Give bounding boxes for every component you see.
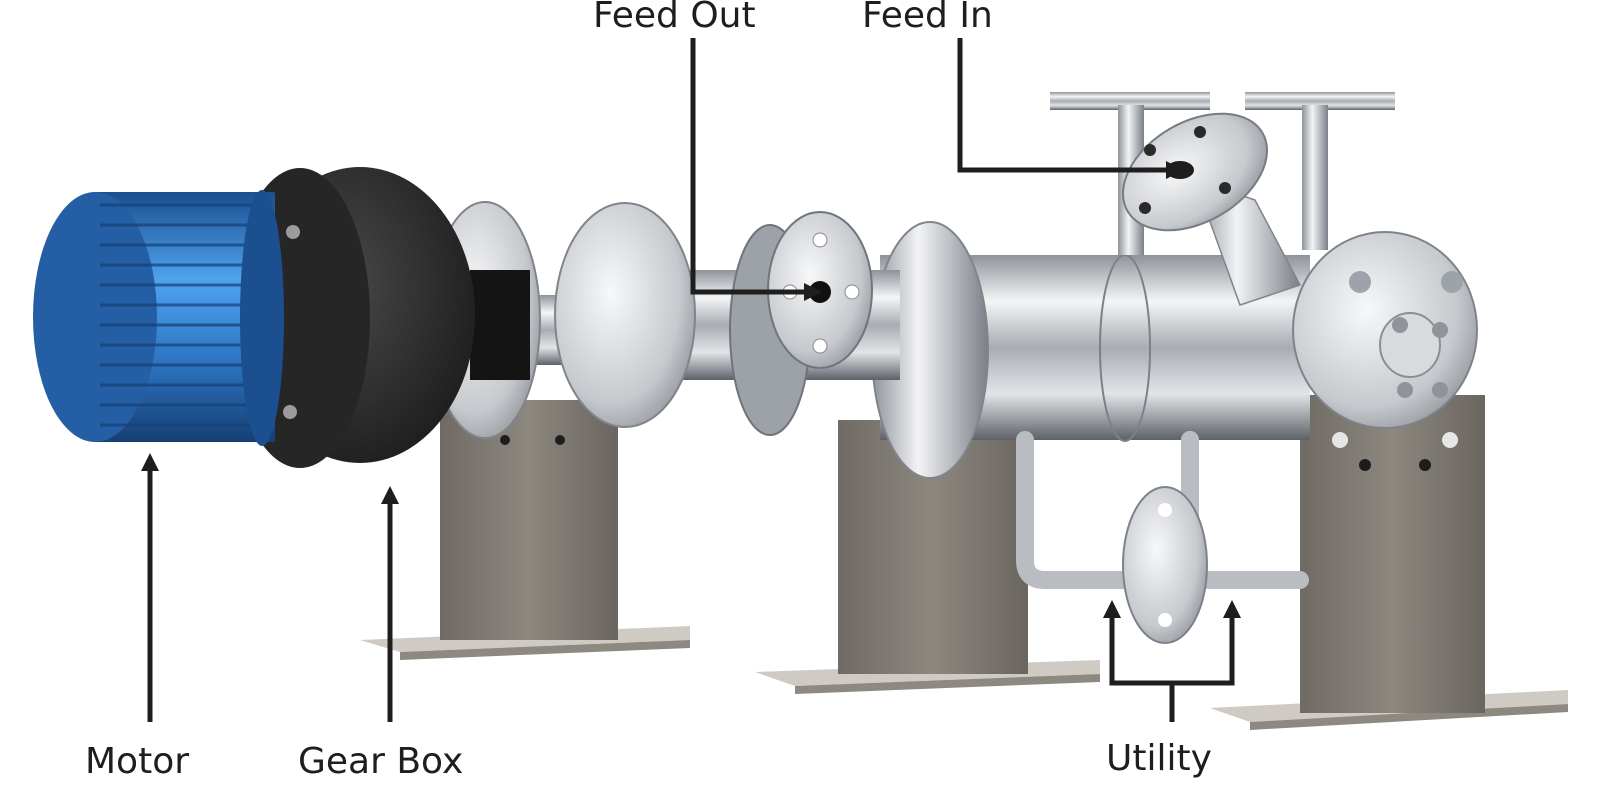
support-stand-right: [1210, 395, 1568, 730]
arrowhead-utility-left: [1103, 600, 1121, 618]
callout-line-feed-out: [690, 38, 808, 295]
callout-line-utility: [1109, 612, 1235, 722]
motor: [33, 190, 284, 446]
label-motor: Motor: [85, 741, 190, 782]
end-flange-right: [1292, 231, 1478, 429]
callout-arrowheads: [141, 161, 1241, 618]
utility-flange: [1122, 486, 1208, 644]
callout-line-feed-in: [957, 38, 1170, 173]
arrowhead-motor: [141, 453, 159, 471]
label-gear-box: Gear Box: [298, 741, 464, 782]
label-utility: Utility: [1106, 738, 1212, 779]
feed-in-nozzle: [1121, 112, 1302, 306]
callout-lines: [147, 38, 1235, 722]
label-feed-out: Feed Out: [593, 0, 756, 36]
arrowhead-feed-out: [804, 283, 822, 301]
arrowhead-feed-in: [1166, 161, 1184, 179]
arrowhead-utility-right: [1223, 600, 1241, 618]
label-feed-in: Feed In: [862, 0, 993, 36]
support-stand-left: [360, 400, 690, 660]
arrowhead-gear-box: [381, 486, 399, 504]
intermediate-flanges: [429, 201, 811, 439]
